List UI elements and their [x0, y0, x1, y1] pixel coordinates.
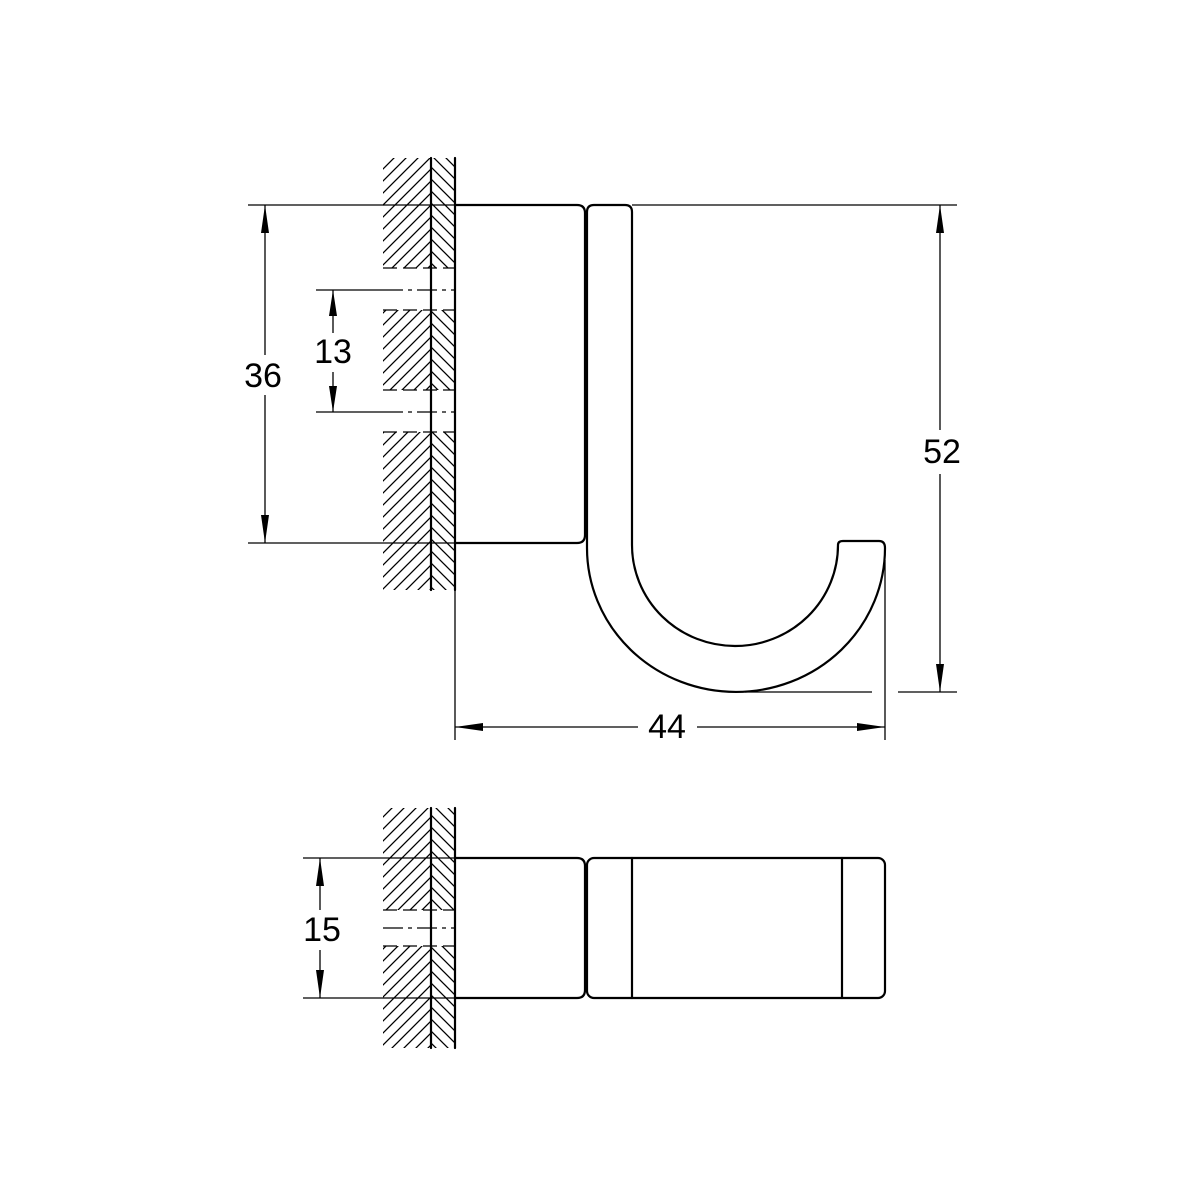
mounting-base-top: [453, 856, 587, 1000]
hook-profile: [585, 203, 887, 694]
dim-label-36: 36: [244, 357, 282, 395]
arrow-down: [316, 970, 324, 998]
dimension-projection: 44: [455, 708, 885, 746]
side-view: 36 13 52 44: [244, 156, 961, 746]
dimension-total-height: 52: [923, 205, 961, 692]
wall-hatch-inner-3: [431, 432, 455, 590]
arrow-left: [455, 723, 483, 731]
wall-hatch-outer-2: [383, 946, 431, 1048]
hook-top-body: [585, 856, 887, 1000]
dim-label-44: 44: [648, 708, 686, 746]
wall-hatch-inner-2: [431, 946, 455, 1048]
wall-hatch-outer-2: [383, 310, 431, 390]
arrow-up: [936, 205, 944, 233]
wall-hatch-inner-1: [431, 808, 455, 910]
wall-hatch-outer-1: [383, 808, 431, 910]
arrow-down: [936, 664, 944, 692]
dim-label-52: 52: [923, 433, 961, 471]
dimension-width: 15: [303, 858, 341, 998]
wall-hatch-inner-2: [431, 310, 455, 390]
top-view: 15: [303, 806, 887, 1050]
mounting-base-side: [453, 203, 587, 545]
wall-section-top: [383, 806, 457, 1050]
arrow-down: [329, 386, 337, 412]
arrow-down: [261, 515, 269, 543]
arrow-up: [329, 290, 337, 316]
dimension-hole-spacing: 13: [314, 290, 352, 412]
arrow-up: [261, 205, 269, 233]
wall-section-side: [383, 156, 457, 592]
wall-hatch-outer-3: [383, 432, 431, 590]
arrow-up: [316, 858, 324, 886]
dim-label-13: 13: [314, 333, 352, 371]
dim-label-15: 15: [303, 911, 341, 949]
wall-hatch-outer-1: [383, 158, 431, 268]
wall-hatch-inner-1: [431, 158, 455, 268]
dimension-base-height: 36: [244, 205, 282, 543]
arrow-right: [857, 723, 885, 731]
